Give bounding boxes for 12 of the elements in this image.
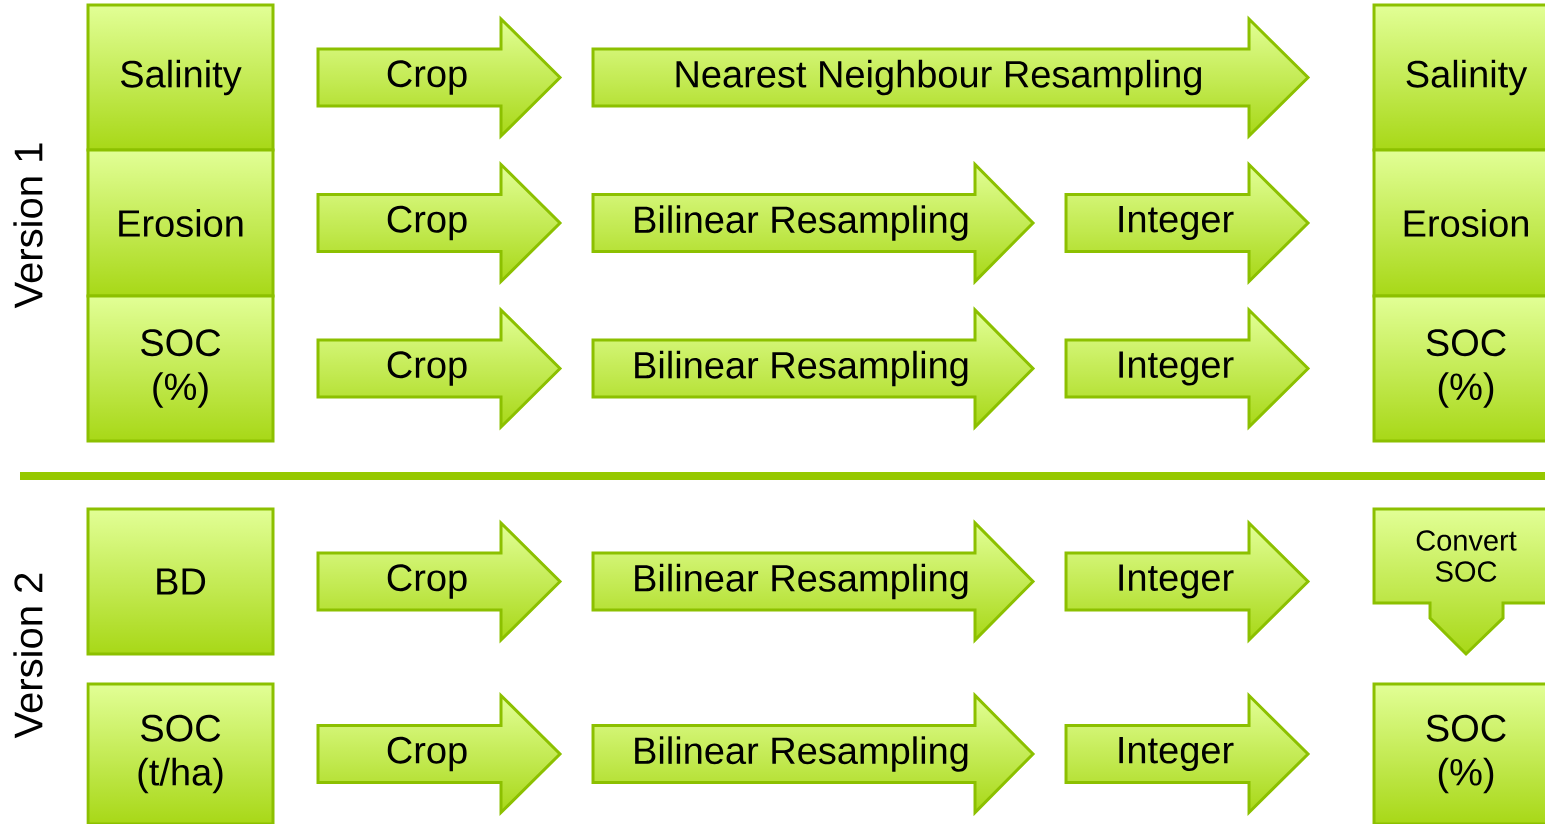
data-box: Salinity	[1372, 3, 1545, 152]
version-label: Version 1	[13, 143, 43, 309]
data-box: Erosion	[1372, 148, 1545, 298]
data-box: SOC (%)	[1372, 294, 1545, 443]
data-box: Salinity	[86, 3, 275, 152]
version-label: Version 2	[13, 573, 43, 739]
data-box: SOC (t/ha)	[86, 682, 275, 824]
data-box: SOC (%)	[86, 294, 275, 443]
data-box: SOC (%)	[1372, 682, 1545, 824]
data-box: BD	[86, 507, 275, 656]
data-box: Erosion	[86, 148, 275, 298]
down-arrow-box: Convert SOC	[1372, 507, 1545, 657]
